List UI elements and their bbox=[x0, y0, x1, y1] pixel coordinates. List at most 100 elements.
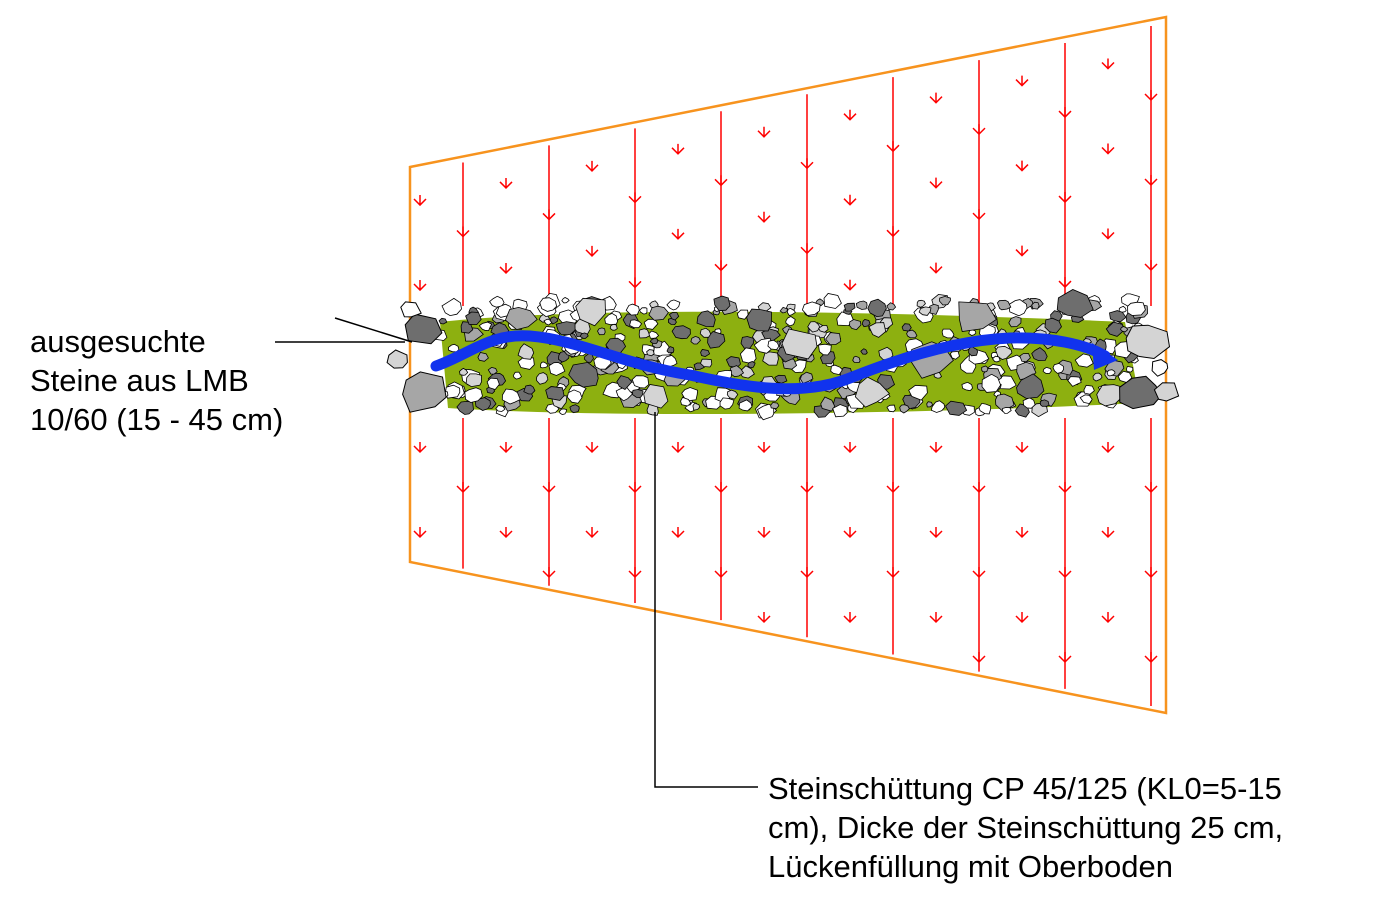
stone bbox=[1052, 362, 1065, 374]
down-arrow-icon bbox=[972, 124, 986, 136]
down-arrow-icon bbox=[1058, 652, 1072, 664]
stone bbox=[854, 376, 891, 408]
boulder bbox=[404, 313, 443, 345]
stone bbox=[968, 346, 979, 357]
stone bbox=[762, 351, 779, 366]
stone bbox=[700, 349, 711, 358]
stone bbox=[1042, 366, 1052, 374]
stone bbox=[818, 343, 832, 356]
stone bbox=[609, 323, 618, 331]
rock-fill-label-line-3: Lückenfüllung mit Oberboden bbox=[768, 849, 1173, 884]
down-arrow-icon bbox=[1015, 612, 1029, 624]
stone bbox=[646, 349, 655, 357]
stone bbox=[441, 297, 462, 317]
selected-stones-label-line-3: 10/60 (15 - 45 cm) bbox=[30, 402, 284, 437]
stone bbox=[631, 375, 650, 389]
selected-stones-label-line-2: Steine aus LMB bbox=[30, 363, 249, 398]
stone bbox=[738, 399, 753, 412]
stone bbox=[1105, 321, 1126, 337]
stone bbox=[1031, 347, 1048, 362]
stone bbox=[713, 295, 731, 312]
down-arrow-icon bbox=[456, 226, 470, 238]
stone bbox=[699, 327, 712, 338]
stone bbox=[692, 402, 701, 411]
stone bbox=[860, 348, 868, 355]
down-arrow-icon bbox=[628, 192, 642, 204]
stone bbox=[861, 319, 871, 328]
stone bbox=[918, 306, 932, 316]
stone bbox=[1127, 301, 1146, 316]
stone bbox=[785, 316, 796, 327]
stone bbox=[945, 400, 968, 416]
stone bbox=[1001, 407, 1012, 414]
stone bbox=[700, 358, 713, 368]
stone bbox=[561, 297, 570, 304]
rock-fill-label-line-2: cm), Dicke der Steinschüttung 25 cm, bbox=[768, 810, 1284, 845]
stone bbox=[465, 311, 482, 326]
boulder bbox=[1153, 382, 1180, 402]
stone bbox=[855, 300, 868, 310]
stone bbox=[799, 371, 814, 384]
down-arrow-icon bbox=[1015, 75, 1029, 87]
stone bbox=[662, 354, 678, 368]
stone bbox=[820, 396, 836, 412]
stone bbox=[1008, 316, 1022, 328]
stones bbox=[386, 289, 1180, 421]
rock-fill-label-line-1: Steinschüttung CP 45/125 (KL0=5-15 bbox=[768, 771, 1282, 806]
down-arrow-icon bbox=[800, 567, 814, 579]
stone bbox=[1044, 317, 1062, 334]
stone bbox=[941, 328, 955, 339]
down-arrow-icon bbox=[929, 612, 943, 624]
stone bbox=[978, 402, 991, 415]
down-arrow-icon bbox=[1015, 527, 1029, 539]
stone bbox=[666, 346, 675, 354]
stone bbox=[625, 303, 640, 316]
boulder bbox=[402, 371, 447, 413]
down-arrow-icon bbox=[1015, 442, 1029, 454]
selected-stones-label: ausgesuchte Steine aus LMB 10/60 (15 - 4… bbox=[30, 322, 283, 439]
stone bbox=[631, 389, 644, 398]
stone bbox=[649, 337, 659, 344]
stone bbox=[569, 404, 580, 414]
down-arrow-icon bbox=[1058, 277, 1072, 289]
flow-channel bbox=[430, 330, 1118, 395]
stone bbox=[615, 386, 634, 402]
stone bbox=[961, 381, 973, 392]
channel-arrowhead-icon bbox=[1092, 343, 1118, 370]
down-arrow-icon bbox=[671, 527, 685, 539]
stone bbox=[696, 310, 716, 328]
stone bbox=[818, 325, 829, 333]
stone bbox=[680, 396, 692, 407]
stone bbox=[517, 357, 535, 370]
stone bbox=[477, 352, 489, 362]
stone bbox=[523, 384, 536, 395]
stone bbox=[801, 301, 821, 316]
down-arrow-icon bbox=[757, 442, 771, 454]
down-arrow-icon bbox=[929, 442, 943, 454]
down-arrow-icon bbox=[413, 442, 427, 454]
stone bbox=[886, 404, 896, 413]
down-arrow-icon bbox=[499, 442, 513, 454]
stone bbox=[464, 387, 483, 403]
stone bbox=[981, 365, 989, 373]
down-arrow-icon bbox=[499, 527, 513, 539]
down-arrow-icon bbox=[757, 126, 771, 138]
down-arrow-icon bbox=[714, 260, 728, 272]
stone bbox=[445, 384, 461, 399]
stone bbox=[638, 328, 651, 339]
stone bbox=[1056, 289, 1094, 318]
stone bbox=[1079, 394, 1093, 405]
down-arrow-icon bbox=[1144, 652, 1158, 664]
down-arrow-icon bbox=[671, 143, 685, 155]
down-arrow-icon bbox=[1101, 228, 1115, 240]
stone bbox=[643, 384, 669, 409]
down-arrow-icon bbox=[929, 92, 943, 104]
stone bbox=[512, 371, 523, 380]
down-arrow-icon bbox=[800, 482, 814, 494]
down-arrow-icon bbox=[972, 567, 986, 579]
stone bbox=[1092, 372, 1103, 382]
stone bbox=[459, 367, 469, 376]
stone bbox=[958, 301, 997, 332]
stone bbox=[908, 384, 928, 401]
